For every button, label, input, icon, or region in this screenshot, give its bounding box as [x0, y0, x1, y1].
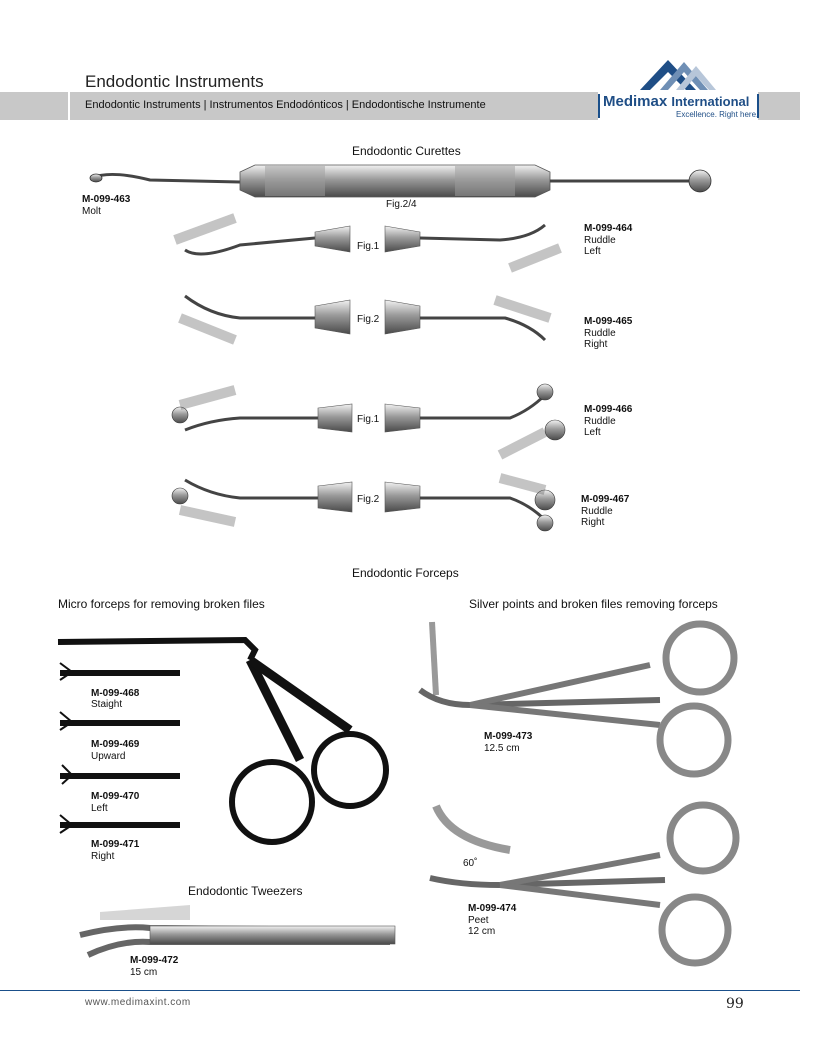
tweezers-section-title: Endodontic Tweezers	[188, 884, 303, 898]
product-desc-471: Right	[91, 851, 115, 862]
product-code-465: M-099-465	[584, 316, 633, 327]
product-code-474: M-099-474	[468, 903, 517, 914]
product-side-467: Right	[581, 517, 605, 528]
product-desc-463: Molt	[82, 206, 101, 217]
ruddle-curette-464-465	[173, 213, 562, 345]
product-code-467: M-099-467	[581, 494, 630, 505]
product-desc-470: Left	[91, 803, 108, 814]
product-side-466: Left	[584, 427, 601, 438]
product-side-465: Right	[584, 339, 608, 350]
logo-box	[598, 92, 758, 120]
product-code-473: M-099-473	[484, 731, 533, 742]
product-desc-474: Peet	[468, 915, 489, 926]
tweezers-472-illustration	[79, 905, 396, 958]
silver-forceps-title: Silver points and broken files removing …	[469, 597, 718, 611]
product-desc-472: 15 cm	[130, 967, 158, 978]
forceps-section-title: Endodontic Forceps	[352, 566, 459, 580]
product-code-463: M-099-463	[82, 194, 131, 205]
product-code-466: M-099-466	[584, 404, 633, 415]
page-subtitle: Endodontic Instruments | Instrumentos En…	[85, 99, 486, 111]
footer-divider	[0, 990, 800, 991]
micro-forceps-illustration	[57, 636, 389, 845]
product-desc-467: Ruddle	[581, 506, 613, 517]
logo-divider-right	[757, 94, 759, 118]
product-code-470: M-099-470	[91, 791, 140, 802]
logo-name: Medimax International	[603, 93, 750, 110]
product-desc-465: Ruddle	[584, 328, 616, 339]
product-desc-466: Ruddle	[584, 416, 616, 427]
footer-url[interactable]: www.medimaxint.com	[85, 997, 191, 1008]
product-desc-473: 12.5 cm	[484, 743, 520, 754]
product-code-469: M-099-469	[91, 739, 140, 750]
molt-curette-illustration	[89, 164, 712, 198]
fig-label-main: Fig.2/4	[386, 199, 417, 210]
product-desc-468: Staight	[91, 699, 123, 710]
product-desc-469: Upward	[91, 751, 126, 762]
page-title: Endodontic Instruments	[85, 72, 264, 91]
product-size-474: 12 cm	[468, 926, 496, 937]
page-number: 99	[726, 996, 744, 1012]
silver-forceps-473-illustration	[418, 620, 738, 778]
product-code-464: M-099-464	[584, 223, 633, 234]
ruddle-curette-466-467	[171, 383, 566, 532]
fig-label-466: Fig.1	[357, 414, 380, 425]
product-code-471: M-099-471	[91, 839, 140, 850]
angle-label: 60˚	[463, 858, 478, 869]
micro-forceps-title: Micro forceps for removing broken files	[58, 597, 265, 611]
product-desc-464: Ruddle	[584, 235, 616, 246]
header-divider	[68, 92, 70, 120]
product-code-468: M-099-468	[91, 688, 140, 699]
product-side-464: Left	[584, 246, 601, 257]
fig-label-467: Fig.2	[357, 494, 380, 505]
product-code-472: M-099-472	[130, 955, 179, 966]
fig-label-464: Fig.1	[357, 241, 380, 252]
logo-divider-left	[598, 94, 600, 118]
curettes-section-title: Endodontic Curettes	[352, 144, 461, 158]
logo-tagline: Excellence. Right here.	[676, 110, 759, 119]
fig-label-465: Fig.2	[357, 314, 380, 325]
peet-forceps-474-illustration	[429, 801, 740, 967]
